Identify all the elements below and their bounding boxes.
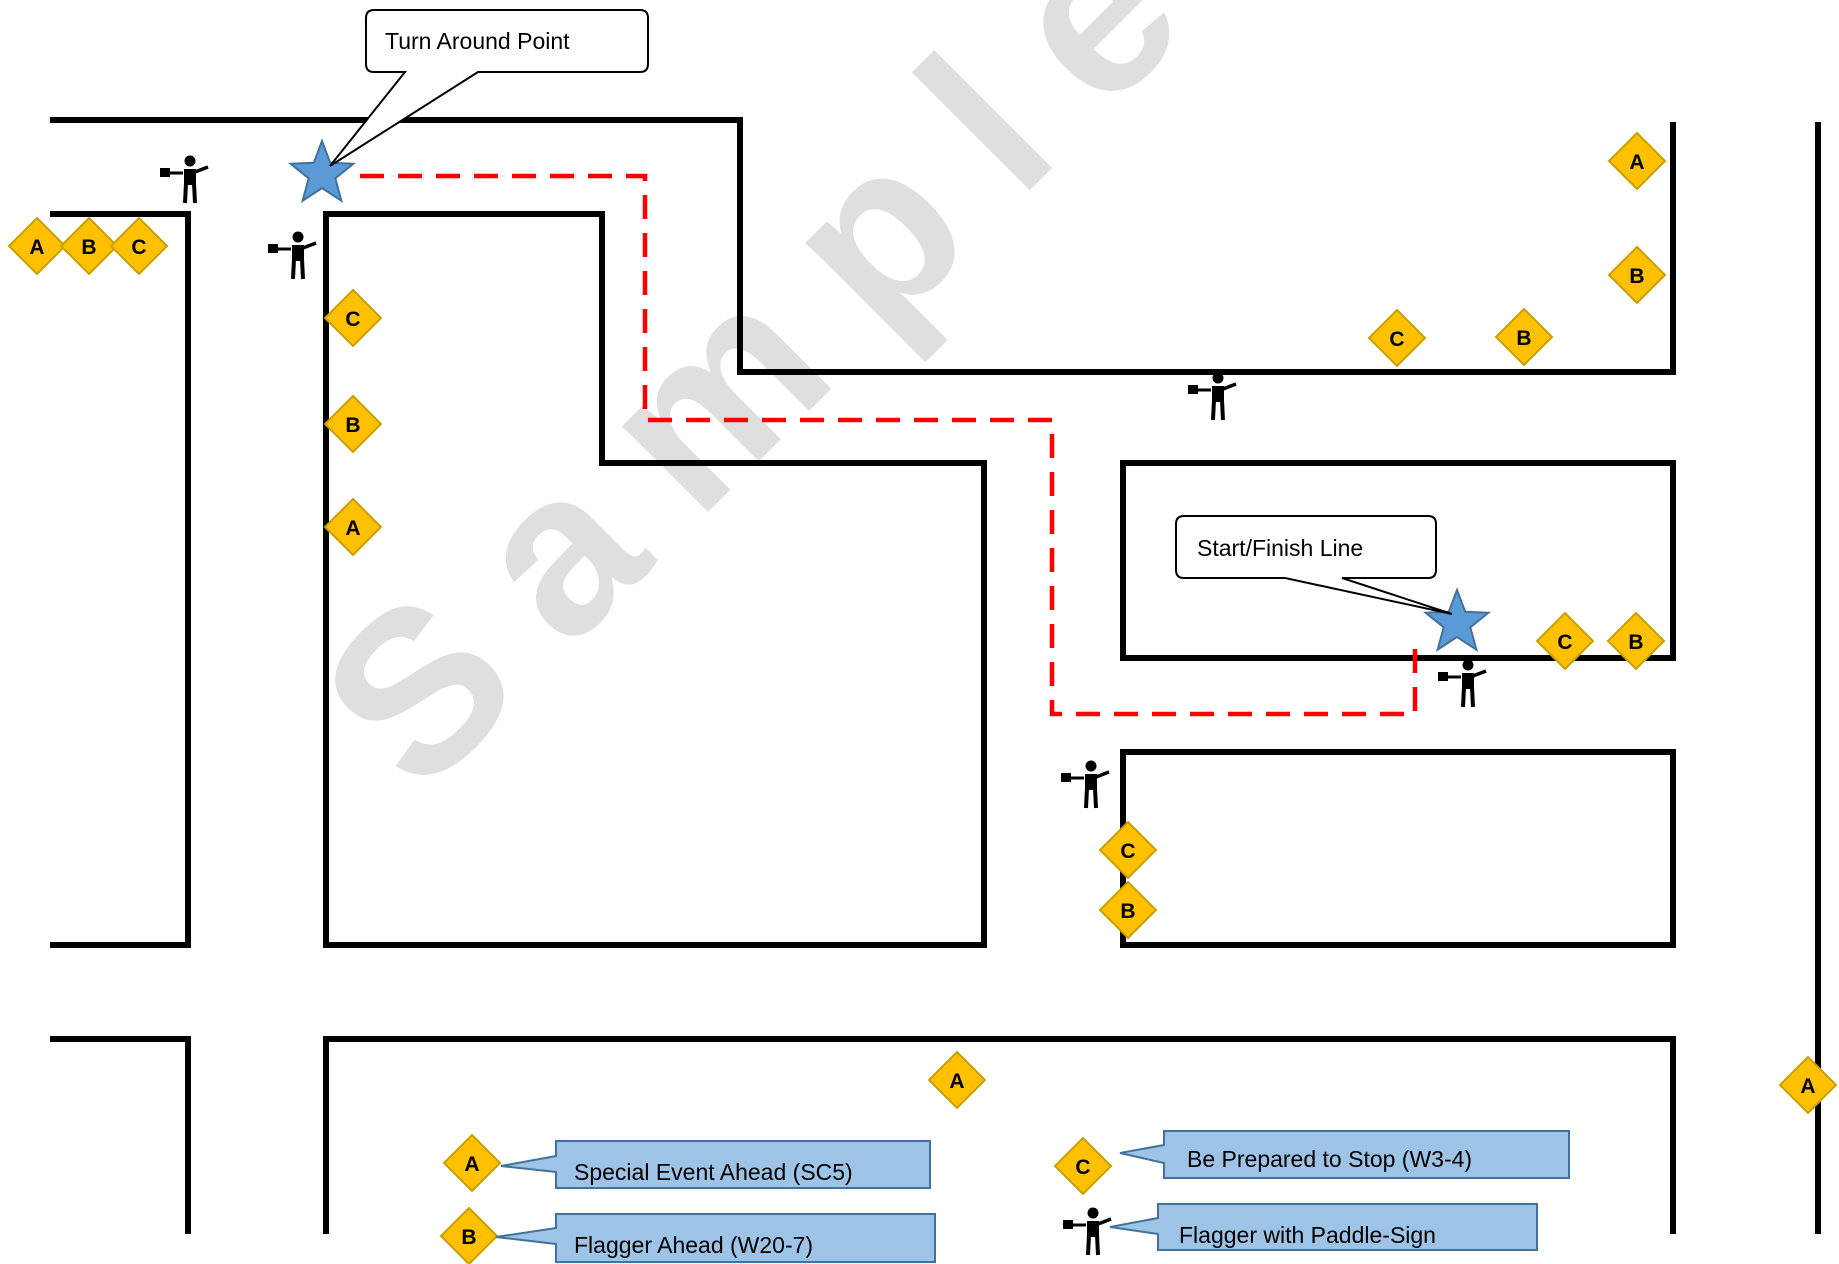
warning-diamond-icon: A [323,497,383,557]
sign-letter: A [1800,1075,1815,1098]
start-finish-star-icon [1422,587,1492,652]
warning-diamond-icon: A [1778,1055,1838,1115]
warning-diamond-icon: A [927,1050,987,1110]
warning-diamond-icon: C [1535,611,1595,671]
callout-start-finish-text: Start/Finish Line [1197,535,1363,561]
flagger-icon [1063,1207,1112,1256]
watermark-text: Sample [273,0,1267,835]
warning-diamond-icon: B [1606,611,1666,671]
sign-letter: C [1557,631,1572,654]
callout-turn-around-text: Turn Around Point [385,28,570,54]
block-bottom-center [323,1036,1676,1234]
callout-start-finish: Start/Finish Line [1175,515,1453,615]
flaggers [160,155,1487,1256]
warning-diamond-icon: B [323,394,383,454]
warning-diamond-icon: C [1367,308,1427,368]
callout-turn-around: Turn Around Point [329,9,649,167]
sign-letter: A [29,236,44,259]
block-bottom-left [50,1036,191,1234]
sign-letter: A [949,1070,964,1093]
warning-diamond-icon: B [59,216,119,276]
sign-letter: B [461,1226,476,1249]
legend-c-text: Be Prepared to Stop (W3-4) [1187,1146,1472,1172]
legend-b-text: Flagger Ahead (W20-7) [574,1232,813,1258]
legend: Special Event Ahead (SC5) Flagger Ahead … [495,1130,1570,1263]
block-left [50,211,191,948]
sign-letter: C [1120,840,1135,863]
sign-letter: B [1516,327,1531,350]
warning-diamond-icon: A [7,216,67,276]
flagger-icon [268,231,317,280]
legend-b-box [495,1213,936,1263]
sign-letter: A [464,1153,479,1176]
sign-letter: C [131,236,146,259]
watermark: Sample [273,0,1267,835]
legend-a-box [500,1140,931,1189]
warning-diamond-icon: B [1098,880,1158,940]
legend-c-box [1119,1130,1570,1179]
sign-letter: B [81,236,96,259]
legend-item-c: Be Prepared to Stop (W3-4) [1119,1130,1570,1179]
legend-flagger-box [1109,1203,1538,1251]
flagger-icon [1438,659,1487,708]
sign-letter: C [1075,1156,1090,1179]
warning-diamond-icon: C [323,288,383,348]
flagger-icon [1061,760,1110,809]
block-lower-right [1120,749,1676,948]
sign-letter: C [345,308,360,331]
legend-item-a: Special Event Ahead (SC5) [500,1140,931,1189]
block-start-finish [1120,460,1676,661]
warning-signs: A B C C B A A B C B C B C B A A A B C [7,131,1838,1264]
sign-letter: B [1628,631,1643,654]
sign-letter: C [1389,328,1404,351]
flagger-icon [1188,372,1237,421]
callout-turn-around-shape [329,9,649,167]
warning-diamond-icon: C [1098,820,1158,880]
sign-letter: B [1629,265,1644,288]
callout-start-finish-shape [1175,515,1453,615]
sign-letter: B [1120,900,1135,923]
legend-flagger-text: Flagger with Paddle-Sign [1179,1222,1436,1248]
warning-diamond-icon: A [1607,131,1667,191]
sign-letter: B [345,414,360,437]
sign-letter: A [345,517,360,540]
block-center-l-shape [323,211,987,948]
warning-diamond-icon: B [439,1206,499,1264]
sign-letter: A [1629,151,1644,174]
warning-diamond-icon: A [442,1133,502,1193]
warning-diamond-icon: C [1053,1136,1113,1196]
flagger-icon [160,155,209,204]
legend-item-flagger: Flagger with Paddle-Sign [1109,1203,1538,1251]
turn-around-star-icon [287,138,357,203]
warning-diamond-icon: B [1494,307,1554,367]
warning-diamond-icon: C [109,216,169,276]
legend-a-text: Special Event Ahead (SC5) [574,1159,853,1185]
warning-diamond-icon: B [1607,245,1667,305]
legend-item-b: Flagger Ahead (W20-7) [495,1213,936,1263]
stars [287,138,1492,652]
block-top-edge [50,117,1676,375]
race-route [360,173,1418,717]
